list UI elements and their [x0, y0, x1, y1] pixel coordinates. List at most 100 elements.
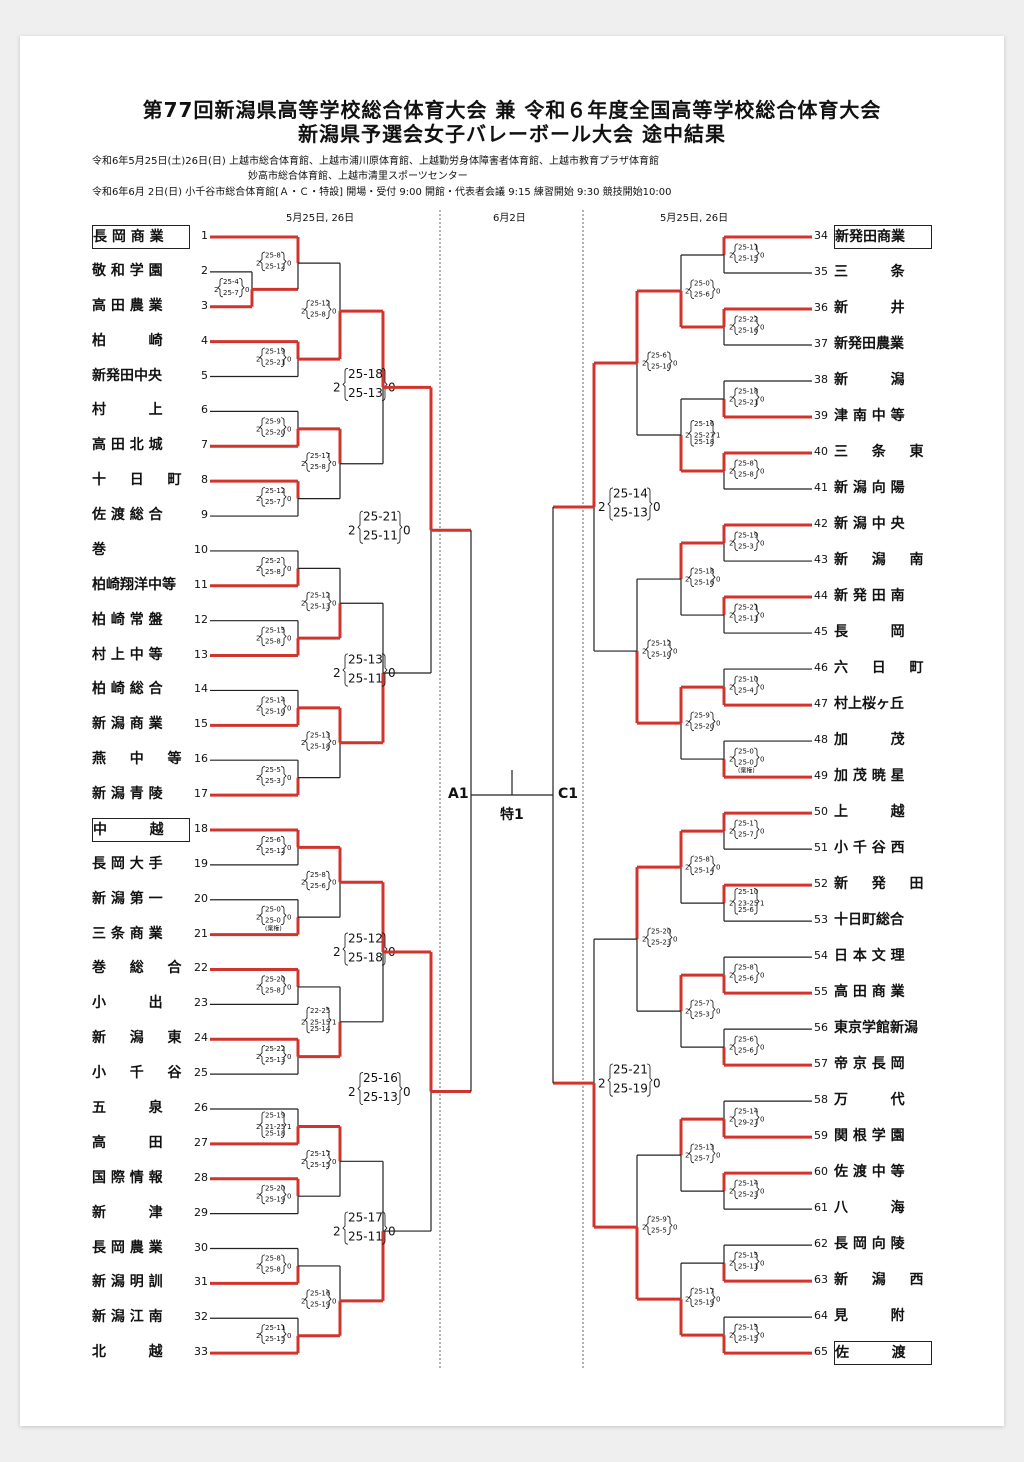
score-brace-left: [259, 487, 266, 507]
score-sets-lost: 0: [287, 635, 291, 643]
set-score-top: 25-17: [310, 1150, 330, 1158]
score-brace-right: [753, 819, 760, 840]
team-number: 23: [194, 996, 208, 1010]
set-score-top: 25-16: [694, 420, 715, 428]
score-brace-left: [732, 1179, 739, 1200]
set-score-top: 25-12: [265, 487, 285, 495]
score-sets-won: 2: [729, 1188, 733, 1196]
score-brace-right: [280, 626, 287, 647]
score-brace-right: [280, 1184, 287, 1205]
team-name: 三 条: [834, 264, 905, 280]
team-number: 47: [814, 697, 828, 711]
set-score-top: 25-20: [651, 928, 671, 936]
team-number: 54: [814, 949, 828, 963]
score-brace-right: [396, 1072, 403, 1106]
score-sets-won: 2: [642, 936, 646, 944]
set-score-bottom: 25-19: [310, 1300, 330, 1308]
score-sets-lost: 0: [760, 1116, 764, 1124]
score-sets-lost: 0: [716, 720, 720, 728]
score-sets-lost: 0: [760, 539, 764, 547]
set-score-top: 25-19: [265, 1111, 285, 1119]
set-score-top: 25-8: [738, 460, 754, 468]
score-sets-won: 2: [256, 1193, 260, 1201]
score-brace-left: [259, 626, 266, 647]
team-name: 新発田中央: [92, 367, 162, 384]
score-brace-left: [688, 1287, 695, 1308]
score-brace-right: [325, 452, 332, 472]
score-sets-won: 2: [685, 575, 689, 583]
score-sets-won: 2: [729, 972, 733, 980]
set-score-bottom: 25-5: [651, 1227, 667, 1235]
score-sets-lost: 0: [716, 575, 720, 583]
set-score-top: 25-8: [265, 252, 281, 260]
set-score-bottom: 25-6: [310, 882, 326, 890]
score-brace-right: [709, 1143, 716, 1164]
score-sets-lost: 0: [332, 308, 336, 316]
team-name: 津 南 中 等: [834, 408, 905, 425]
team-number: 48: [814, 733, 828, 747]
score-brace-right: [325, 299, 332, 320]
set-score-bottom: 25-10: [265, 707, 285, 715]
set-score-top: 25-15: [738, 1252, 758, 1260]
score-sets-lost: 0: [332, 460, 336, 468]
set-score-top: 25-11: [265, 1324, 285, 1332]
score-brace-right: [325, 1006, 332, 1034]
score-sets-won: 2: [685, 1296, 689, 1304]
score-brace-left: [732, 747, 739, 768]
team-name: 柏 崎 常 盤: [92, 611, 163, 628]
team-number: 27: [194, 1135, 208, 1149]
team-number: 49: [814, 769, 828, 783]
team-name: 巻: [92, 541, 106, 558]
set-score-bottom: 25-11: [348, 1230, 383, 1244]
score-sets-won: 2: [729, 1116, 733, 1124]
score-brace-right: [280, 1111, 287, 1138]
team-name: 高 田 北 城: [92, 437, 163, 454]
team-name: 帝 京 長 岡: [834, 1056, 905, 1073]
set-score-bottom: 25-13: [613, 506, 648, 520]
score-sets-lost: 0: [287, 425, 291, 433]
score-sets-won: 2: [642, 1224, 646, 1232]
score-brace-right: [280, 1324, 287, 1344]
set-score-bottom: 25-7: [694, 1155, 710, 1163]
team-name: 六 日 町: [834, 660, 924, 677]
team-number: 28: [194, 1170, 208, 1184]
score-sets-won: 2: [256, 565, 260, 573]
set-score-middle: 25-27: [694, 431, 714, 439]
team-name: 小 出: [92, 995, 163, 1012]
score-brace-right: [753, 675, 760, 696]
set-score-bottom: 25-20: [265, 428, 285, 436]
team-name: 十日町総合: [834, 912, 904, 929]
score-sets-lost: 0: [716, 864, 720, 872]
team-name: 柏崎翔洋中等: [92, 576, 176, 593]
set-score-bottom: 25-8: [265, 986, 281, 994]
score-brace-right: [753, 315, 760, 336]
set-score-top: 25-1: [738, 820, 754, 828]
set-score-bottom: 25-18: [694, 438, 714, 446]
set-score-bottom: 25-14: [310, 1025, 331, 1033]
set-score-top: 25-6: [738, 1036, 754, 1044]
team-number: 53: [814, 913, 828, 927]
team-number: 15: [194, 717, 208, 731]
score-brace-right: [753, 963, 760, 984]
set-score-bottom: 25-19: [694, 1299, 714, 1307]
team-name: 新 潟 明 訓: [92, 1274, 163, 1291]
score-brace-right: [666, 1215, 673, 1236]
bracket-sheet: [20, 36, 1004, 1426]
score-sets-lost: 0: [760, 251, 764, 259]
score-sets-won: 2: [598, 500, 606, 514]
set-score-bottom: 25-11: [363, 529, 398, 543]
score-sets-won: 2: [256, 704, 260, 712]
set-score-bottom: 25-0: [265, 917, 281, 925]
score-sets-won: 2: [729, 395, 733, 403]
score-sets-won: 2: [729, 684, 733, 692]
set-score-bottom: 25-15: [265, 1335, 285, 1343]
score-sets-won: 2: [729, 828, 733, 836]
team-number: 11: [194, 577, 208, 591]
set-score-top: 25-0: [694, 280, 710, 288]
set-score-bottom: 25-3: [265, 777, 281, 785]
score-sets-won: 2: [729, 612, 733, 620]
score-sets-lost: 0: [332, 1297, 336, 1305]
set-score-top: 25-9: [265, 417, 281, 425]
set-score-bottom: 25-21: [265, 359, 285, 367]
team-number: 41: [814, 481, 828, 495]
